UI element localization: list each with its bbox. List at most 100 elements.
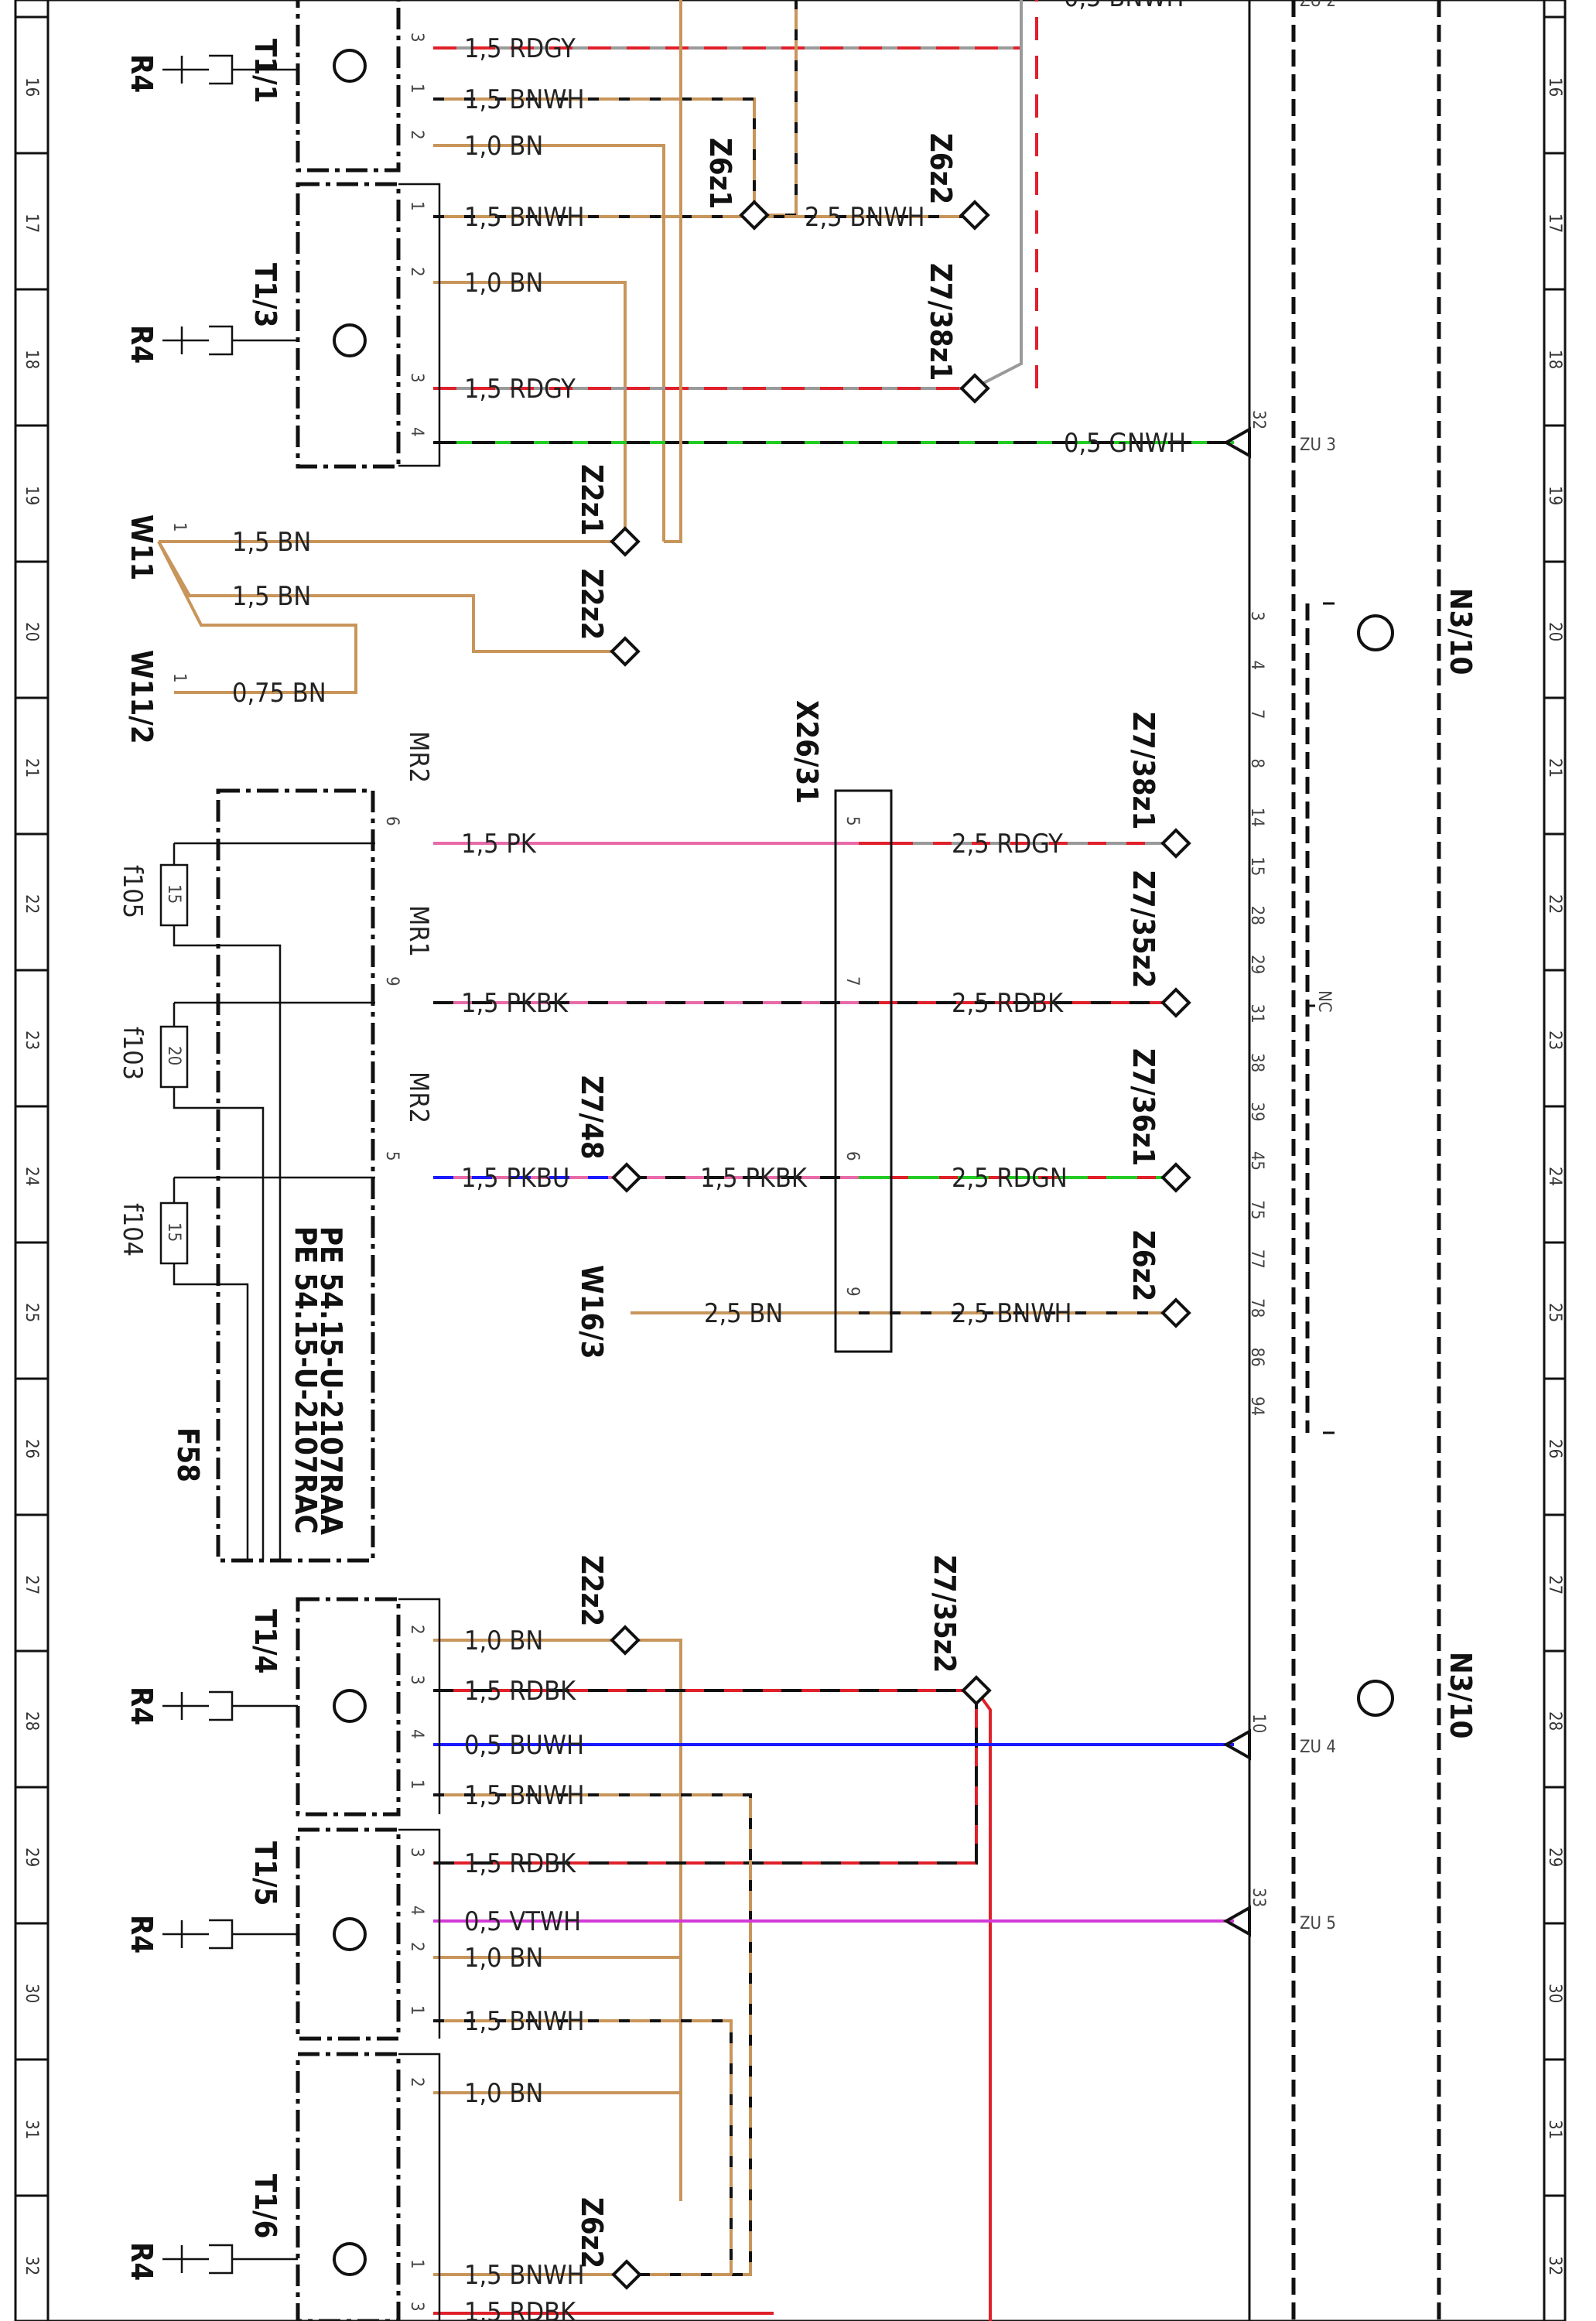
t1-5-box — [296, 1827, 401, 2041]
t-pin-11: 1 — [407, 1779, 426, 1789]
z2z2-node — [610, 636, 641, 667]
n3-10-pin: 3 — [1247, 611, 1266, 621]
wire-rdgy-2-stripe — [433, 0, 1038, 390]
t-pin-15: 1 — [407, 2005, 426, 2015]
n3-10-label-2: N3/10 — [1444, 1652, 1478, 1738]
t-pin-1: 3 — [407, 32, 426, 43]
t-pin-18: 3 — [407, 2302, 426, 2312]
w11-2-label: W11/2 — [125, 650, 159, 744]
t1-4-label: T1/4 — [248, 1609, 282, 1673]
wire-label-w1: 1,5 RDGY — [464, 33, 576, 64]
row-number-left: 29 — [22, 1848, 41, 1867]
t1-1-label: T1/1 — [248, 39, 282, 103]
wire-bn-2 — [433, 281, 627, 542]
f58-box — [216, 788, 375, 1563]
t-pin-16: 2 — [407, 2077, 426, 2087]
zu4-label: ZU 4 — [1300, 1738, 1336, 1757]
frame — [14, 0, 1567, 2321]
rotated-labels: T1/1 R4 T1/3 R4 W11 W11/2 MR2 MR1 MR2 f1… — [117, 39, 1478, 2281]
n3-10-pin: 75 — [1247, 1200, 1266, 1219]
row-number-right: 21 — [1545, 758, 1564, 778]
n3-10-pin: 14 — [1247, 808, 1266, 827]
t-pin-8: 2 — [407, 1625, 426, 1635]
r4-3 — [162, 325, 298, 356]
t1-components — [296, 0, 441, 2321]
r4-label-5: R4 — [125, 2242, 159, 2281]
f105-value: 15 — [164, 884, 183, 904]
wire-label-w22: 1,5 RDBK — [464, 1676, 576, 1707]
f104-label: f104 — [117, 1203, 148, 1256]
row-number-left: 18 — [22, 350, 41, 369]
row-number-left: 25 — [22, 1303, 41, 1322]
t1-terminal-numbers: 3 1 2 1 2 3 4 2 3 4 1 3 4 2 1 2 1 3 — [407, 32, 426, 2312]
wire-label-w13: 2,5 RDGY — [952, 829, 1063, 860]
row-number-right: 26 — [1545, 1439, 1564, 1458]
wire-label-w28: 1,5 BNWH — [464, 2006, 584, 2037]
w16-3-label: W16/3 — [575, 1265, 609, 1359]
wire-label-w17: 1,5 PKBK — [700, 1163, 808, 1194]
wire-label-w6: 1,0 BN — [464, 268, 543, 299]
wire-label-w24: 1,5 BNWH — [464, 1780, 584, 1811]
wire-bnwh-4-stripe — [433, 1793, 752, 2276]
n3-10-pin: 7 — [1247, 709, 1266, 720]
t-pin-6: 3 — [407, 373, 426, 383]
n3-10-pin: 39 — [1247, 1102, 1266, 1121]
n3-10-bracket-ends — [1323, 602, 1335, 1434]
n3-10-pin: 4 — [1247, 660, 1266, 670]
n3-10-bracket — [1305, 602, 1335, 1434]
t1-4-box — [296, 1597, 401, 1817]
row-number-left: 21 — [22, 758, 41, 778]
z7-35z2-b-label: Z7/35z2 — [928, 1555, 962, 1673]
z6z2-node — [1160, 1297, 1191, 1328]
t1-5-conn — [398, 1828, 441, 2039]
f58-fuse-box — [159, 788, 375, 1563]
row-number-right: 31 — [1545, 2120, 1564, 2139]
z2z2-b-node — [610, 1625, 641, 1656]
pin-32: 32 — [1249, 410, 1268, 429]
wire-label-w20: 2,5 BNWH — [952, 1298, 1071, 1329]
pe1-label: PE 54.15-U-2107RAA — [314, 1226, 348, 1536]
row-number-right: 23 — [1545, 1031, 1564, 1050]
x-pin-5: 5 — [842, 816, 862, 826]
mr-pin-9: 9 — [382, 976, 402, 986]
f58-label: F58 — [171, 1427, 205, 1482]
row-number-left: 23 — [22, 1031, 41, 1050]
x26-31-connector — [834, 789, 893, 1353]
zu-arrows — [1222, 426, 1251, 1937]
row-number-left: 30 — [22, 1984, 41, 2003]
f58-internal — [173, 842, 375, 1560]
r4-5 — [162, 1919, 298, 1950]
wire-label-w3: 1,0 BN — [464, 131, 543, 162]
wire-bn-w11 — [159, 0, 682, 543]
row-number-left: 24 — [22, 1167, 41, 1186]
row-number-right: 24 — [1545, 1167, 1564, 1186]
f103-value: 20 — [164, 1046, 183, 1065]
wire-label-w18: 2,5 RDGN — [952, 1163, 1068, 1194]
zu2-label: ZU 2 — [1300, 0, 1336, 11]
row-number-left: 32 — [22, 2256, 41, 2275]
pin-numbers: 32 10 33 5 7 6 9 6 9 5 1 1 — [169, 410, 1268, 1907]
t-pin-14: 2 — [407, 1942, 426, 1952]
wire-label-w30: 1,5 BNWH — [464, 2260, 584, 2291]
f104-value: 15 — [164, 1222, 183, 1242]
wire-rdgy-2 — [433, 0, 1023, 390]
wire-label-w29: 1,0 BN — [464, 2078, 543, 2109]
wire-label-w4: 1,5 BNWH — [464, 202, 584, 233]
mr2-a-label: MR2 — [403, 731, 434, 783]
r4-6 — [162, 2244, 298, 2275]
n3-10-pin: 94 — [1247, 1396, 1266, 1416]
t-pin-2: 1 — [407, 84, 426, 94]
mr2-b-label: MR2 — [403, 1072, 434, 1123]
row-number-right: 30 — [1545, 1984, 1564, 2003]
wire-label-w25: 1,5 RDBK — [464, 1848, 576, 1879]
nc-label: NC — [1314, 990, 1334, 1013]
t1-6-conn — [398, 2053, 441, 2321]
wire-label-w23: 0,5 BUWH — [464, 1730, 584, 1761]
wire-bnwh-5-stripe — [433, 2019, 733, 2275]
t1-3-conn — [398, 183, 441, 467]
wire-label-top: 0,5 BNWH — [1064, 0, 1184, 13]
t1-3-box — [296, 182, 401, 469]
row-number-right: 17 — [1545, 214, 1564, 233]
t-pin-17: 1 — [407, 2259, 426, 2269]
